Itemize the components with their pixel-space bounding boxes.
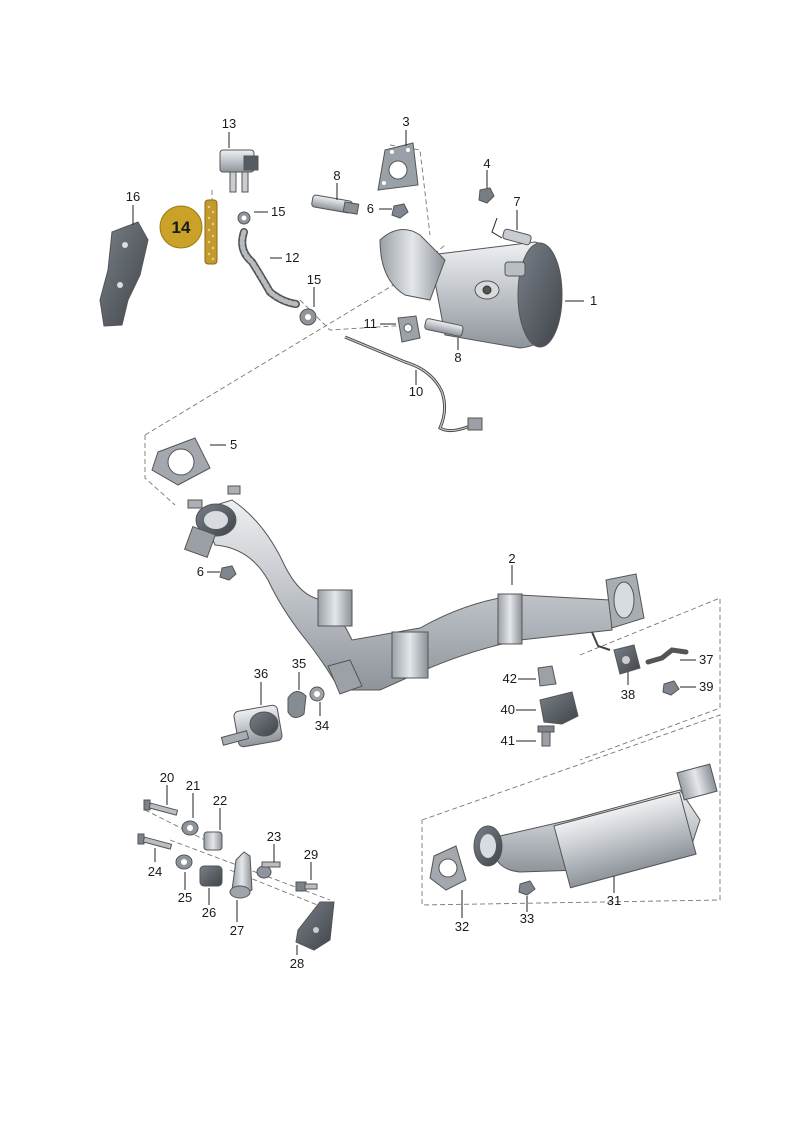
part-15-nut-icon-bottom: [299, 308, 317, 326]
part-35-clamp-icon: [287, 691, 307, 718]
part-3-gasket-icon: [377, 142, 419, 191]
part-8-sensor-icon-bottom: [424, 318, 464, 337]
part-label: 21: [186, 778, 200, 793]
part-label: 23: [267, 829, 281, 844]
part-32-gasket-icon: [429, 845, 467, 891]
part-42-clip-icon: [537, 665, 557, 687]
part-label: 31: [607, 893, 621, 908]
part-38-hanger-icon: [613, 644, 641, 675]
part-label: 6: [367, 201, 374, 216]
part-13-pressure-sensor-icon: [219, 149, 259, 193]
part-label: 40: [501, 702, 515, 717]
part-label: 1: [590, 293, 597, 308]
part-2-front-pipe: [183, 485, 645, 695]
part-4-nut-icon: [478, 187, 495, 204]
part-label: 29: [304, 847, 318, 862]
part-label: 33: [520, 911, 534, 926]
part-label: 5: [230, 437, 237, 452]
part-29-bolt-icon: [295, 881, 318, 892]
part-31-rear-catalytic-converter: [473, 763, 718, 889]
part-label: 3: [402, 114, 409, 129]
part-label: 38: [621, 687, 635, 702]
part-label: 26: [202, 905, 216, 920]
part-20-bolt-icon: [143, 799, 179, 816]
part-label: 36: [254, 666, 268, 681]
badge-label: 14: [172, 218, 191, 237]
part-label: 8: [333, 168, 340, 183]
part-label: 16: [126, 189, 140, 204]
part-6-nut-icon-top: [391, 203, 409, 219]
part-label: 8: [454, 350, 461, 365]
part-41-bolt-icon: [537, 725, 555, 747]
part-25-washer-icon: [175, 854, 193, 870]
part-label: 27: [230, 923, 244, 938]
part-label: 7: [513, 194, 520, 209]
part-label: 24: [148, 864, 162, 879]
part-label: 42: [503, 671, 517, 686]
part-39-nut-icon: [662, 680, 680, 696]
part-label: 41: [501, 733, 515, 748]
part-15-nut-icon-top: [237, 211, 251, 225]
part-label: 4: [483, 156, 490, 171]
part-number-labels: 1234566788101112131515162021222324252627…: [126, 114, 714, 971]
part-34-ring-icon: [309, 686, 325, 702]
part-28-bracket-icon: [295, 901, 335, 951]
part-label: 15: [307, 272, 321, 287]
part-27-hanger-icon: [229, 851, 253, 899]
part-12-hose-icon: [238, 228, 300, 308]
part-8-sensor-icon-top: [311, 194, 360, 215]
part-label: 34: [315, 718, 329, 733]
leader-lines: [132, 130, 696, 955]
part-23-bolt-icon: [256, 861, 281, 879]
part-40-bracket-icon: [539, 691, 579, 725]
part-label: 37: [699, 652, 713, 667]
part-label: 10: [409, 384, 423, 399]
part-label: 22: [213, 793, 227, 808]
part-10-pipe-line: [344, 335, 483, 433]
part-label: 20: [160, 770, 174, 785]
catalytic-converter-assembly: [379, 229, 563, 349]
part-label: 25: [178, 890, 192, 905]
part-22-bushing-icon: [203, 831, 223, 851]
part-label: 2: [508, 551, 515, 566]
part-11-clamp-icon: [397, 315, 421, 343]
highlight-badge-14[interactable]: 14: [159, 205, 203, 249]
part-label: 15: [271, 204, 285, 219]
part-label: 6: [197, 564, 204, 579]
part-7-sensor-icon: [491, 217, 532, 246]
part-26-damper-icon: [199, 865, 223, 887]
part-24-bolt-icon: [137, 833, 173, 850]
part-label: 28: [290, 956, 304, 971]
part-33-nut-icon: [518, 880, 536, 896]
part-label: 13: [222, 116, 236, 131]
part-36-flange-icon: [220, 704, 283, 748]
part-21-washer-icon: [181, 820, 199, 836]
part-label: 35: [292, 656, 306, 671]
part-label: 39: [699, 679, 713, 694]
part-label: 12: [285, 250, 299, 265]
part-5-gasket-icon: [151, 437, 211, 486]
part-16-bracket-icon: [99, 221, 149, 327]
part-37-pipe-icon: [645, 647, 689, 665]
part-14-hose-icon: [204, 199, 218, 265]
part-6-nut-icon-bottom: [219, 565, 237, 581]
part-label: 11: [364, 316, 378, 331]
part-label: 32: [455, 919, 469, 934]
